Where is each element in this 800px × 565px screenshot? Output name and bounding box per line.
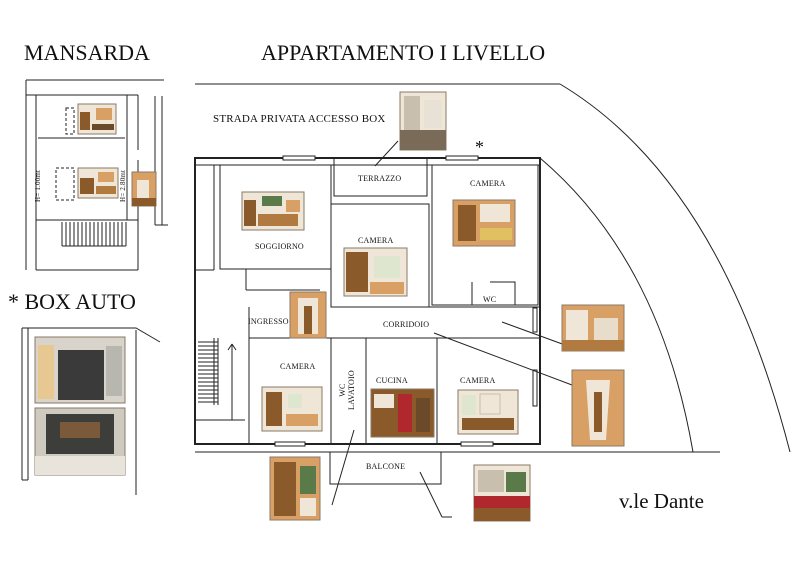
wc-lavatoio-line-1: WC [338, 383, 347, 397]
mansarda-plan [25, 79, 168, 271]
wc-lavatoio-line-2: LAVATOIO [347, 370, 356, 410]
photo-ingresso [289, 291, 327, 339]
appartamento-heading: APPARTAMENTO I LIVELLO [261, 40, 546, 65]
photo-lavatoio [269, 456, 321, 521]
photo-camera-right [452, 199, 516, 247]
strada-label: STRADA PRIVATA ACCESSO BOX [213, 113, 386, 125]
photo-balcone [473, 464, 531, 522]
corridoio-label: CORRIDOIO [383, 320, 430, 329]
photo-camera-middle [343, 247, 408, 297]
mansarda-stairs [61, 222, 127, 247]
camera-middle-label: CAMERA [358, 236, 394, 245]
photo-wc [561, 304, 625, 352]
photo-mansarda-1 [77, 103, 117, 135]
camera-bottom-left-label: CAMERA [280, 362, 316, 371]
photo-corridoio [571, 369, 625, 447]
photo-box-1 [34, 336, 126, 404]
photo-mansarda-3 [131, 171, 157, 207]
photo-cucina [370, 388, 435, 438]
photo-camera-bottom-left [261, 386, 323, 432]
cucina-label: CUCINA [376, 376, 408, 385]
box-access-star: * [475, 137, 484, 157]
height-high-label: H= 2.80mt [119, 169, 127, 202]
box-auto-heading: * BOX AUTO [8, 289, 136, 314]
balcone-label: BALCONE [366, 462, 406, 471]
wc-label: WC [483, 295, 497, 304]
apartment-plan [194, 83, 791, 518]
camera-right-label: CAMERA [470, 179, 506, 188]
apartment-stairs [195, 338, 245, 421]
mansarda-heading: MANSARDA [24, 40, 150, 65]
terrazzo-label: TERRAZZO [358, 174, 402, 183]
photo-camera-bottom-right [457, 389, 519, 435]
height-low-label: H= 1.00mt [34, 169, 42, 202]
photo-soggiorno [241, 191, 305, 231]
camera-bottom-right-label: CAMERA [460, 376, 496, 385]
street-name: v.le Dante [619, 489, 704, 513]
photo-mansarda-2 [77, 167, 119, 199]
photo-box-2 [34, 407, 126, 476]
photo-terrazzo [399, 91, 447, 151]
ingresso-label: INGRESSO [248, 317, 289, 326]
box-auto-plan [21, 327, 161, 495]
soggiorno-label: SOGGIORNO [255, 242, 304, 251]
